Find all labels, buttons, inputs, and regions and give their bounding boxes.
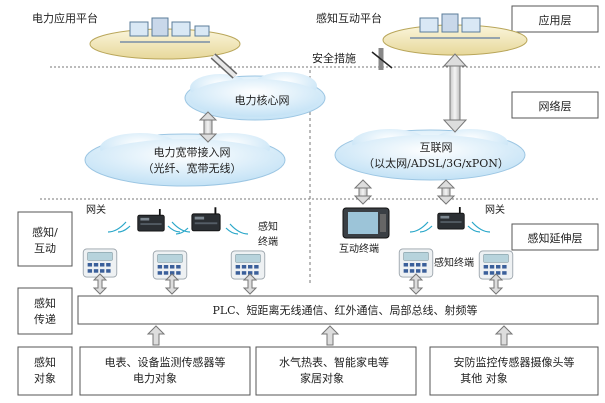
security-label: 安全措施 [312,51,356,65]
access-network-label-1: 电力宽带接入网 [154,145,231,159]
gateway-device-left-2 [190,206,222,232]
link-core-access [198,111,218,143]
power-platform [89,17,241,60]
left-box-interact [17,211,73,267]
meter-device-1 [82,248,118,278]
left-label-transmit-1: 感知 [34,296,56,310]
left-label-interact-1: 感知/ [32,225,58,239]
object-home-line2: 家居对象 [300,371,344,385]
object-box-power [79,346,251,396]
object-other-line1: 安防监控传感器摄像头等 [454,355,575,369]
layer-label-app: 应用层 [539,13,572,27]
core-network-label: 电力核心网 [235,93,290,107]
layer-label-net: 网络层 [539,99,572,113]
arrows-terminal-to-transmission [92,273,504,295]
left-label-object-1: 感知 [34,355,56,369]
internet-label-2: （以太网/ADSL/3G/xPON） [363,157,509,170]
left-label-object-2: 对象 [34,371,56,385]
object-other-line2: 其他 对象 [460,371,508,385]
object-power-line2: 电力对象 [133,371,177,385]
wireless-wave-icon [409,221,491,233]
security-arrow [371,48,393,70]
gateway-device-right [436,206,466,230]
object-power-line1: 电表、设备监测传感器等 [105,355,226,369]
object-box-home [255,346,417,396]
core-network-cloud [184,72,326,121]
wireless-wave-icon [107,221,249,235]
access-network-cloud [84,133,286,187]
sense-platform-label: 感知互动平台 [316,11,382,25]
interactive-terminal-device [342,207,390,239]
interactive-terminal-label: 互动终端 [339,242,379,255]
object-home-line1: 水气热表、智能家电等 [279,355,389,369]
internet-label-1: 互联网 [420,141,453,154]
meter-device-4 [398,248,434,278]
meter-device-2 [152,250,188,280]
meter-device-3 [230,250,266,280]
link-sense-internet [442,53,468,133]
sensing-terminal-label-1: 感知 [258,220,278,233]
layer-box-ext [511,223,599,251]
gateway-device-left-1 [136,208,166,232]
left-label-transmit-2: 传递 [34,312,56,326]
gateway-label-left: 网关 [86,203,106,216]
link-power-platform-core [210,53,238,79]
transmission-bar [77,295,599,325]
power-platform-label: 电力应用平台 [32,11,98,25]
link-internet-gateway [436,179,456,205]
gateway-label-right: 网关 [485,203,505,216]
internet-cloud [334,129,526,181]
access-network-label-2: （光纤、宽带无线） [143,161,242,175]
left-label-interact-2: 互动 [34,242,56,255]
layer-label-ext: 感知延伸层 [528,231,583,245]
left-box-object [17,346,73,396]
transmission-label: PLC、短距离无线通信、红外通信、局部总线、射频等 [212,303,477,317]
sensing-terminal-label-2: 终端 [258,235,278,248]
sense-platform [382,13,528,56]
object-box-other [429,346,599,396]
layer-box-app [511,5,599,33]
left-box-transmit [17,287,73,335]
link-internet-terminal [353,179,373,205]
sensing-terminal-label-right: 感知终端 [434,256,474,269]
layer-box-net [511,91,599,119]
arrows-object-to-transmission [146,325,514,346]
